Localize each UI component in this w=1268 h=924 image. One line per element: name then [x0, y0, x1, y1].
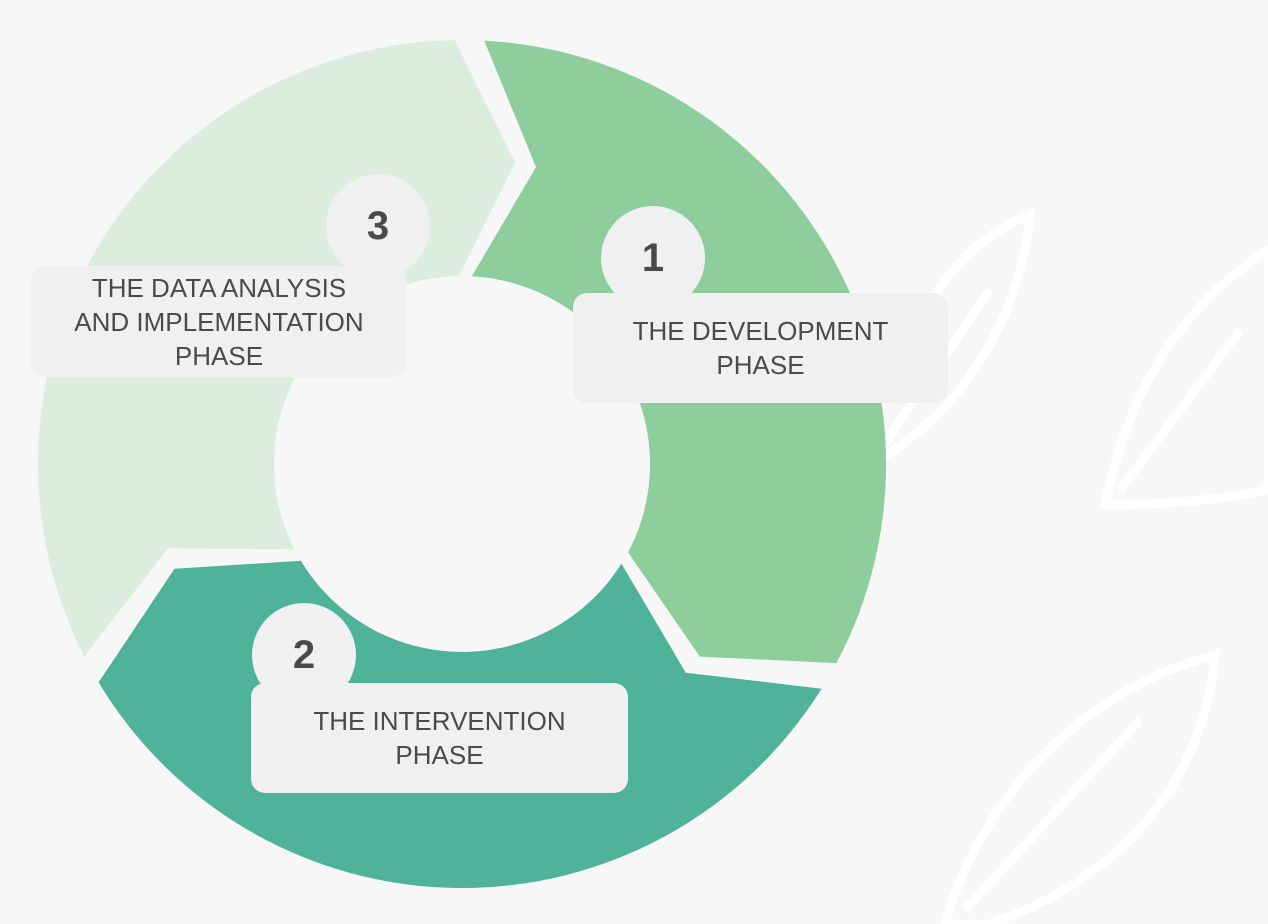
leaf-icon — [940, 649, 1220, 924]
phase-2-number: 2 — [252, 603, 356, 707]
phase-1-label: THE DEVELOPMENT PHASE — [573, 293, 948, 403]
phase-1-number: 1 — [601, 206, 705, 310]
label-line: PHASE — [174, 340, 264, 371]
label-line: THE INTERVENTION — [313, 706, 566, 736]
label-line: THE DEVELOPMENT — [632, 316, 889, 346]
label-line: PHASE — [716, 350, 805, 380]
label-line: THE DATA ANALYSIS — [91, 272, 347, 303]
label-line: AND IMPLEMENTATION — [74, 306, 364, 337]
leaf-icon — [1099, 244, 1268, 510]
label-line: PHASE — [395, 740, 484, 770]
phase-3-number: 3 — [326, 174, 430, 278]
